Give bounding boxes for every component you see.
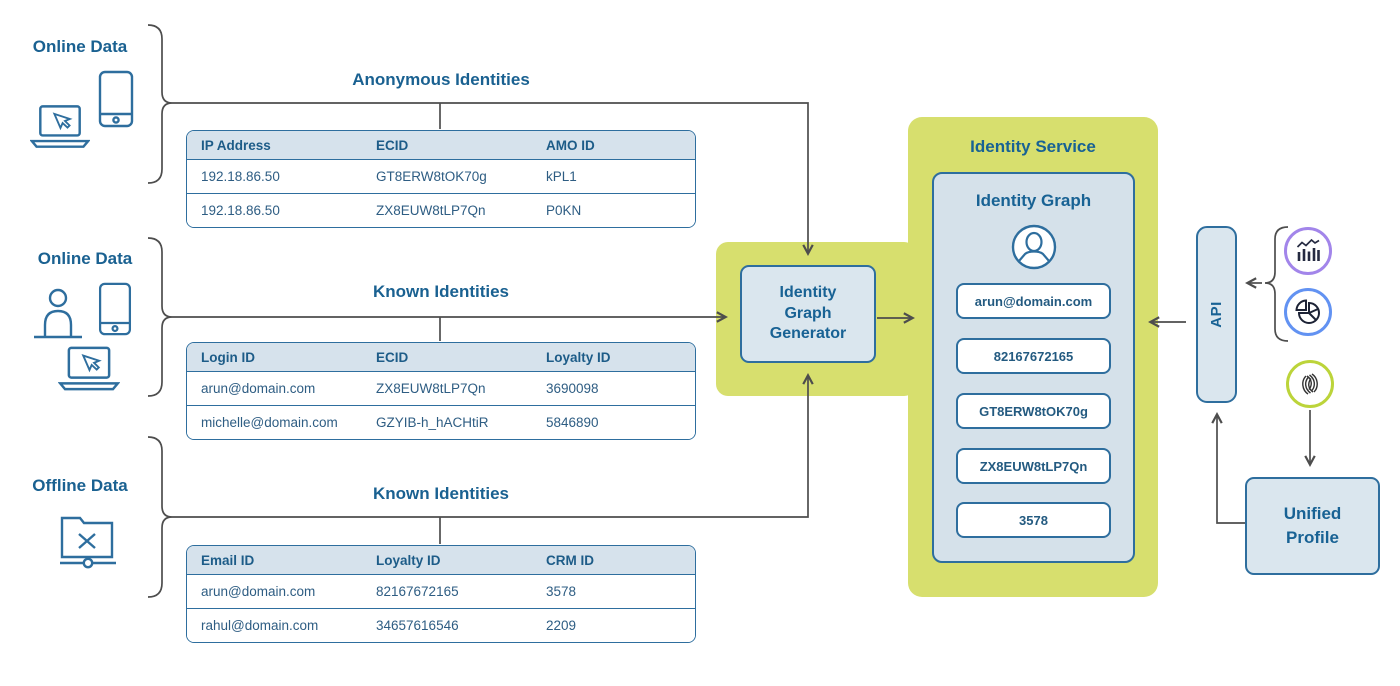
identity-graph-title: Identity Graph	[975, 191, 1092, 210]
column-header: IP Address	[201, 137, 271, 153]
phone-icon	[98, 70, 134, 128]
identity-service-title: Identity Service	[970, 137, 1096, 156]
table-title-known-offline: Known Identities	[373, 484, 509, 503]
table-cell: rahul@domain.com	[201, 618, 319, 633]
column-header: Login ID	[201, 349, 255, 365]
source-label-online-1: Online Data	[32, 37, 128, 56]
laptop-cursor-icon	[30, 105, 90, 148]
table-known-identities-offline: Email ID Loyalty ID CRM ID arun@domain.c…	[186, 545, 696, 643]
table-title-anonymous: Anonymous Identities	[352, 70, 530, 89]
table-cell: 82167672165	[376, 584, 459, 599]
identity-chip-crm: 3578	[956, 502, 1111, 538]
api-label: API	[1207, 301, 1225, 328]
identity-chip-ecid-1: GT8ERW8tOK70g	[956, 393, 1111, 429]
brace-online-1	[147, 24, 173, 184]
table-cell: 5846890	[546, 415, 599, 430]
table-row: arun@domain.com 82167672165 3578	[187, 575, 695, 608]
table-cell: 192.18.86.50	[201, 203, 280, 218]
table-cell: ZX8EUW8tLP7Qn	[376, 203, 486, 218]
table-header-row: IP Address ECID AMO ID	[187, 131, 695, 160]
table-cell: arun@domain.com	[201, 584, 316, 599]
person-icon	[34, 288, 82, 339]
bar-chart-icon	[1284, 227, 1332, 275]
identity-graph-generator-box: Identity Graph Generator	[740, 265, 876, 363]
table-known-identities-online: Login ID ECID Loyalty ID arun@domain.com…	[186, 342, 696, 440]
table-cell: GZYIB-h_hACHtiR	[376, 415, 489, 430]
identity-chip-loyalty: 82167672165	[956, 338, 1111, 374]
laptop-cursor-icon	[58, 346, 120, 391]
unified-profile-box: Unified Profile	[1245, 477, 1380, 575]
network-folder-icon	[60, 516, 116, 569]
table-row: rahul@domain.com 34657616546 2209	[187, 608, 695, 642]
column-header: ECID	[376, 137, 409, 153]
column-header: Loyalty ID	[546, 349, 611, 365]
source-label-offline: Offline Data	[32, 476, 128, 495]
table-header-row: Email ID Loyalty ID CRM ID	[187, 546, 695, 575]
table-cell: 2209	[546, 618, 577, 633]
api-box: API	[1196, 226, 1237, 403]
table-cell: P0KN	[546, 203, 582, 218]
table-header-row: Login ID ECID Loyalty ID	[187, 343, 695, 372]
table-row: michelle@domain.com GZYIB-h_hACHtiR 5846…	[187, 405, 695, 439]
brace-offline	[147, 436, 173, 598]
pie-chart-icon	[1284, 288, 1332, 336]
arrow-profile-to-api	[1211, 412, 1245, 524]
identity-chip-email: arun@domain.com	[956, 283, 1111, 319]
table-row: 192.18.86.50 ZX8EUW8tLP7Qn P0KN	[187, 193, 695, 227]
brace-online-2	[147, 237, 173, 397]
phone-icon	[98, 282, 132, 336]
table-cell: GT8ERW8tOK70g	[376, 169, 487, 184]
column-header: Email ID	[201, 552, 255, 568]
source-label-online-2: Online Data	[37, 249, 133, 268]
column-header: AMO ID	[546, 137, 595, 153]
table-row: arun@domain.com ZX8EUW8tLP7Qn 3690098	[187, 372, 695, 405]
table-cell: 3690098	[546, 381, 599, 396]
table-row: 192.18.86.50 GT8ERW8tOK70g kPL1	[187, 160, 695, 193]
table-cell: 3578	[546, 584, 577, 599]
person-icon	[1011, 224, 1057, 270]
column-header: ECID	[376, 349, 409, 365]
table-cell: michelle@domain.com	[201, 415, 338, 430]
identity-chip-ecid-2: ZX8EUW8tLP7Qn	[956, 448, 1111, 484]
table-title-known-online: Known Identities	[373, 282, 509, 301]
table-cell: 192.18.86.50	[201, 169, 280, 184]
table-cell: 34657616546	[376, 618, 459, 633]
table-cell: ZX8EUW8tLP7Qn	[376, 381, 486, 396]
experience-platform-icon	[1286, 360, 1334, 408]
column-header: Loyalty ID	[376, 552, 441, 568]
table-cell: arun@domain.com	[201, 381, 316, 396]
table-anonymous-identities: IP Address ECID AMO ID 192.18.86.50 GT8E…	[186, 130, 696, 228]
column-header: CRM ID	[546, 552, 594, 568]
table-cell: kPL1	[546, 169, 577, 184]
